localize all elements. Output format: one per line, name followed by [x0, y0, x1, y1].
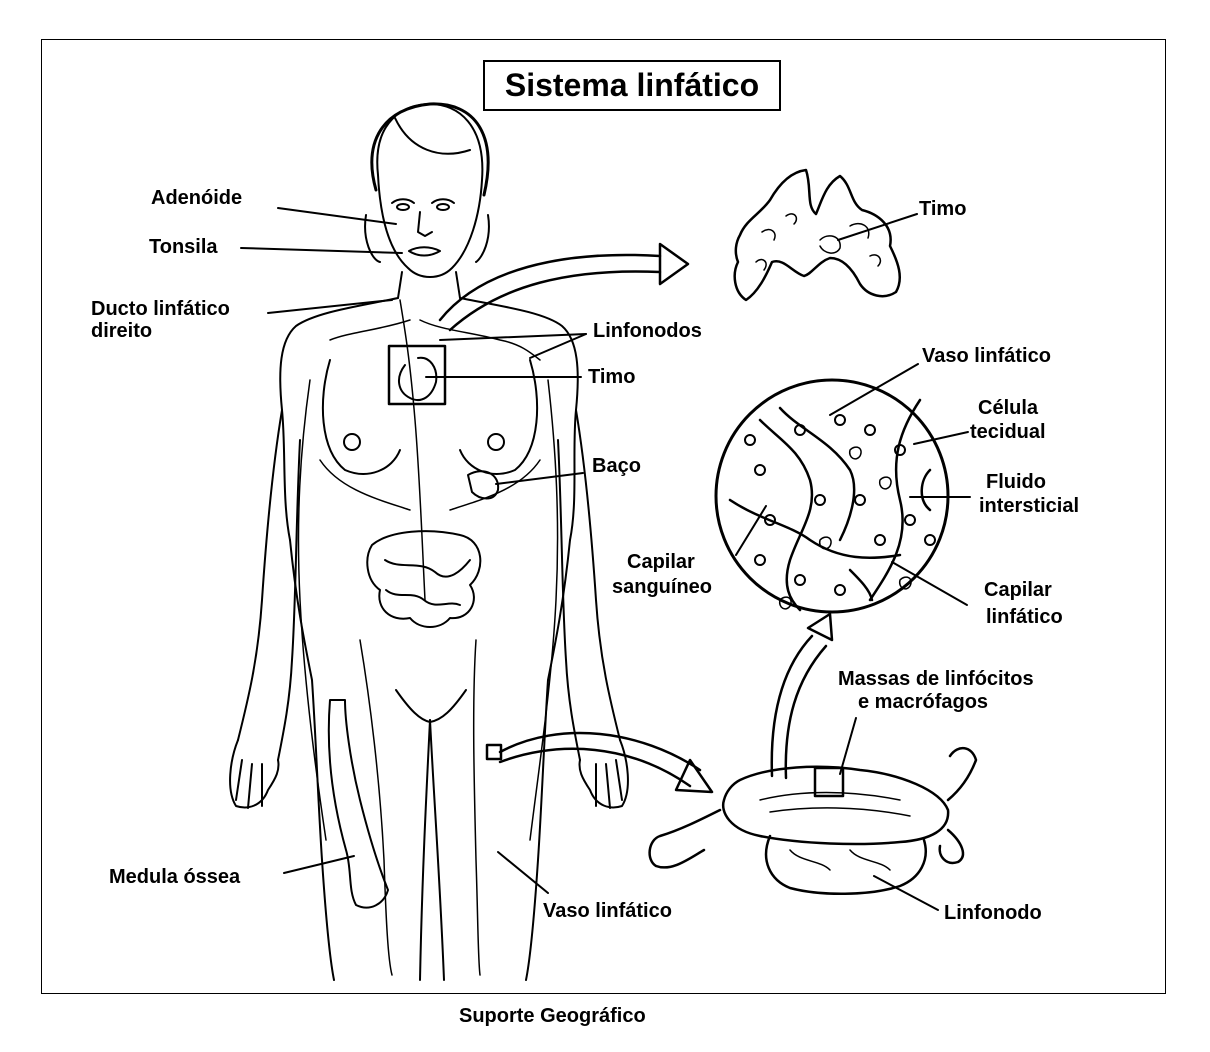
label-timo-detail: Timo [919, 198, 967, 220]
label-capilar-sanguineo-line1: Capilar [627, 551, 695, 573]
label-tonsila: Tonsila [149, 236, 218, 258]
label-massas-line2: e macrófagos [858, 691, 989, 713]
leader-lines [240, 207, 971, 911]
thymus-detail-illustration [733, 168, 901, 302]
label-fluido-line1: Fluido [986, 471, 1046, 493]
label-capilar-sanguineo-line2: sanguíneo [612, 576, 713, 598]
source-caption: Suporte Geográfico [459, 1005, 646, 1027]
label-linfonodos: Linfonodos [593, 320, 702, 342]
label-medula-ossea: Medula óssea [109, 866, 241, 888]
label-celula-line1: Célula [978, 397, 1039, 419]
diagram-title: Sistema linfático [483, 60, 781, 111]
label-fluido-line2: intersticial [979, 495, 1080, 517]
diagram-frame [41, 39, 1166, 994]
label-linfonodo: Linfonodo [944, 902, 1042, 924]
human-body-illustration [229, 102, 629, 981]
label-vaso-linfatico-detail: Vaso linfático [922, 345, 1051, 367]
label-adenoide: Adenóide [151, 187, 243, 209]
label-capilar-linfatico-line1: Capilar [984, 579, 1052, 601]
label-ducto-linfatico-line2: direito [91, 320, 153, 342]
label-timo-body: Timo [588, 366, 636, 388]
label-massas-line1: Massas de linfócitos [838, 668, 1034, 690]
lymph-node-illustration [648, 747, 978, 896]
label-baco: Baço [592, 455, 641, 477]
arrows [438, 242, 834, 794]
label-capilar-linfatico-line2: linfático [986, 606, 1063, 628]
label-celula-line2: tecidual [970, 421, 1046, 443]
label-vaso-linfatico-body: Vaso linfático [543, 900, 672, 922]
label-ducto-linfatico-line1: Ducto linfático [91, 298, 230, 320]
